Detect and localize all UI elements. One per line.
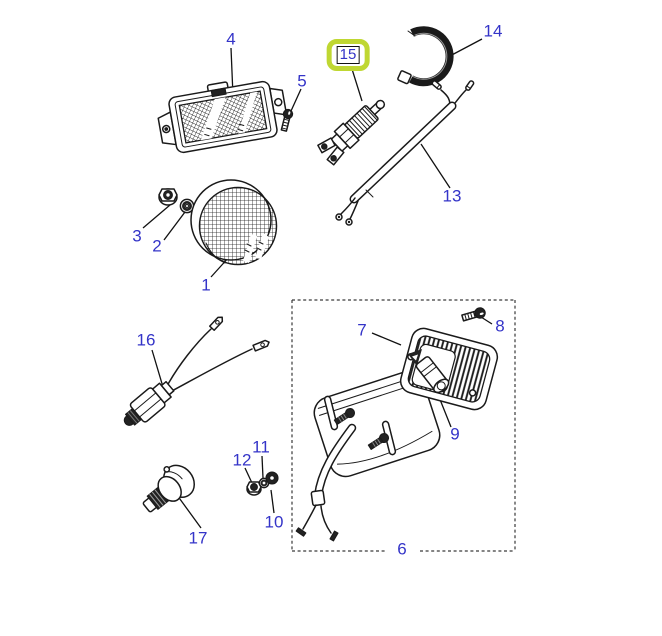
part-bulb (408, 349, 450, 394)
callout-4[interactable]: 4 (226, 29, 236, 49)
part-screw-5 (280, 108, 294, 132)
callout-6[interactable]: 6 (397, 539, 407, 559)
part-screw-8 (461, 307, 486, 322)
part-switch-16 (123, 316, 270, 426)
leader-5 (290, 88, 302, 112)
leader-8 (480, 316, 493, 325)
assembly-group-box (291, 299, 516, 552)
callout-8[interactable]: 8 (495, 316, 505, 336)
leader-3 (142, 204, 171, 229)
highlighted-callout-box[interactable]: 15 (326, 39, 370, 71)
part-round-lamp (190, 179, 278, 266)
callout-11[interactable]: 11 (252, 437, 270, 457)
callout-13[interactable]: 13 (442, 186, 462, 206)
part-lens (399, 327, 499, 411)
leader-2 (163, 211, 186, 241)
callout-7[interactable]: 7 (357, 320, 367, 340)
leader-lines (142, 38, 493, 529)
leader-15 (351, 68, 363, 102)
leader-12 (244, 467, 253, 484)
part-pressure-switch (142, 464, 196, 513)
leader-7 (371, 332, 402, 346)
leader-14 (447, 38, 483, 58)
part-clip (397, 26, 454, 87)
part-rectangular-lamp (157, 80, 288, 154)
callout-17[interactable]: 17 (188, 528, 208, 548)
callout-15[interactable]: 15 (336, 46, 360, 64)
leader-11 (261, 455, 264, 479)
leader-10 (270, 489, 275, 514)
callout-1[interactable]: 1 (201, 275, 211, 295)
callout-16[interactable]: 16 (136, 330, 156, 350)
callout-3[interactable]: 3 (132, 226, 142, 246)
leader-13 (420, 143, 451, 189)
part-washer-10 (265, 471, 279, 485)
leader-17 (176, 494, 202, 529)
part-lamp-body (295, 370, 441, 542)
part-harness (335, 80, 475, 226)
leader-16 (151, 349, 164, 388)
callout-10[interactable]: 10 (264, 512, 284, 532)
callout-12[interactable]: 12 (232, 450, 252, 470)
part-nut-3 (158, 188, 178, 206)
callout-9[interactable]: 9 (450, 424, 460, 444)
callout-14[interactable]: 14 (483, 21, 503, 41)
part-nut-12 (246, 481, 262, 496)
part-brake-switch (317, 99, 386, 166)
callout-5[interactable]: 5 (297, 71, 307, 91)
callout-2[interactable]: 2 (152, 236, 162, 256)
